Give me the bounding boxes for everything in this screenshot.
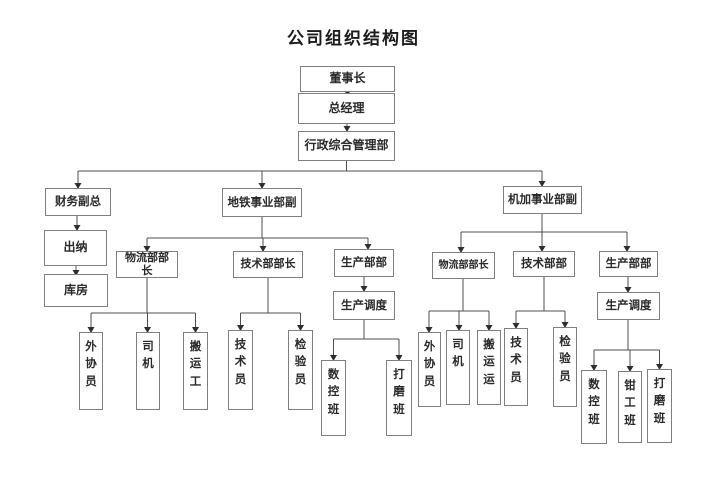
node-metro-logistics-dept: 物流部部长 — [116, 251, 178, 278]
node-metro-inspector: 检验员 — [288, 330, 313, 410]
node-metro-porter: 搬运工 — [183, 332, 208, 410]
node-finance-deputy: 财务副总 — [45, 188, 111, 216]
node-metro-tech-dept: 技术部部长 — [233, 251, 303, 278]
node-metro-technician: 技术员 — [228, 330, 253, 410]
node-metro-grinding-team: 打磨班 — [386, 360, 412, 436]
node-general-manager: 总经理 — [298, 93, 395, 124]
node-mach-porter: 搬运运 — [477, 330, 501, 405]
node-mach-dispatch: 生产调度 — [597, 292, 660, 320]
node-mach-inspector: 检验员 — [553, 327, 577, 407]
node-chairman: 董事长 — [300, 66, 395, 92]
node-mach-logistics-dept: 物流部部长 — [432, 252, 495, 279]
node-mach-technician: 技术员 — [504, 328, 528, 406]
node-admin-dept: 行政综合管理部 — [298, 131, 395, 161]
node-metro-driver: 司机 — [136, 332, 160, 410]
node-machining-division: 机加事业部副 — [503, 186, 582, 214]
node-cashier: 出纳 — [44, 230, 107, 266]
node-metro-outsourcer: 外协员 — [79, 332, 103, 410]
page-title: 公司组织结构图 — [287, 29, 420, 49]
node-mach-grinding-team: 打磨班 — [647, 369, 672, 443]
node-mach-driver: 司机 — [446, 330, 470, 405]
node-metro-cnc-team: 数控班 — [321, 360, 346, 436]
node-mach-cnc-team: 数控班 — [581, 370, 607, 444]
node-mach-fitter-team: 钳工班 — [618, 371, 642, 443]
node-metro-production-dept: 生产部部 — [334, 249, 394, 277]
node-mach-outsourcer: 外协员 — [418, 332, 441, 407]
node-mach-production-dept: 生产部部 — [599, 251, 658, 277]
node-metro-dispatch: 生产调度 — [333, 291, 395, 320]
node-warehouse: 库房 — [44, 274, 108, 307]
node-mach-tech-dept: 技术部部 — [513, 251, 575, 277]
node-metro-division: 地铁事业部副 — [222, 188, 302, 217]
